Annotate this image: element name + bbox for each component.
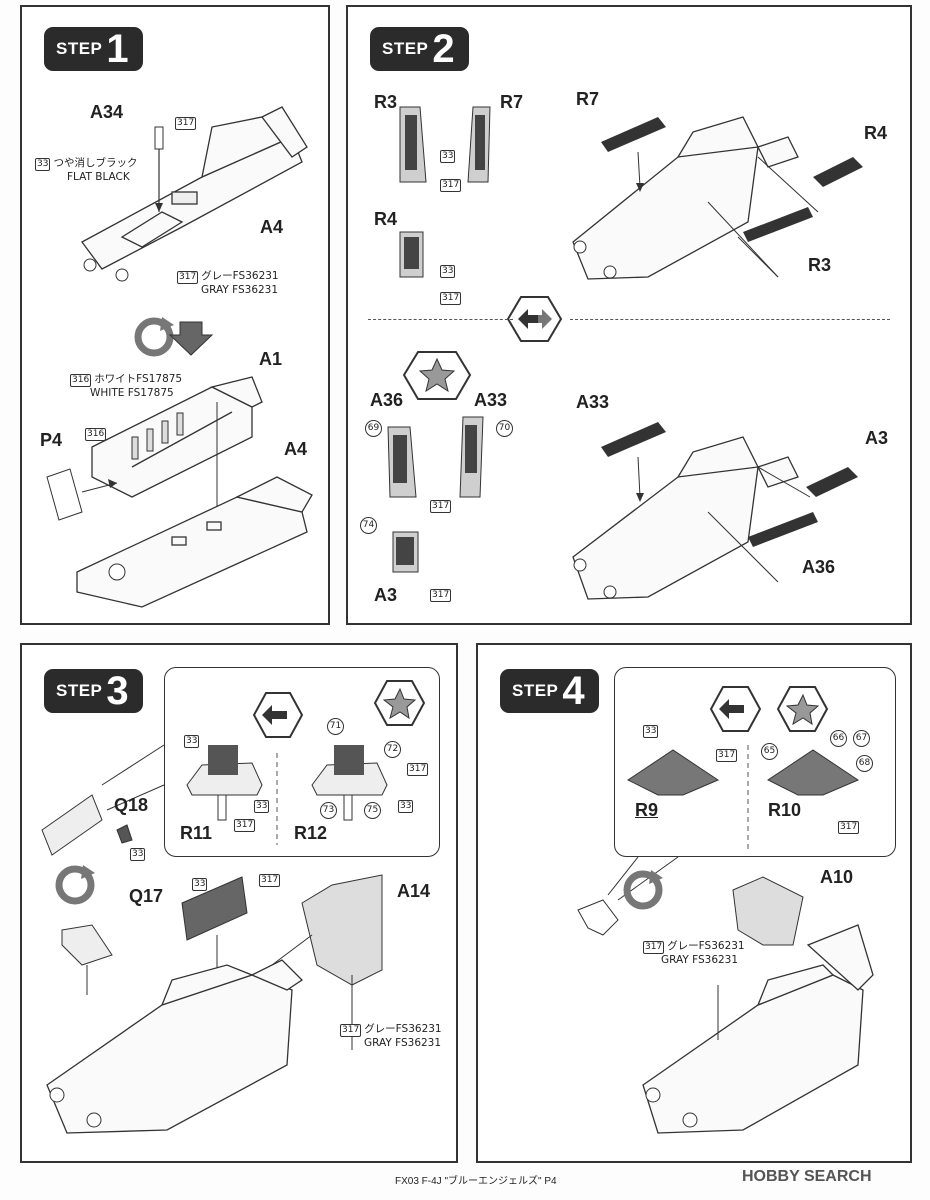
part-r3-big: R3 (808, 255, 832, 275)
code-68: 68 (856, 755, 873, 772)
choice-arrows-icon (506, 296, 563, 342)
step2-drawing (387, 106, 863, 600)
code-317-c: 317 (430, 500, 452, 513)
part-r4-big: R4 (864, 123, 888, 143)
code-66: 66 (830, 730, 847, 747)
rotate-icon (134, 317, 174, 357)
step2-badge: STEP 2 (370, 27, 469, 71)
part-a36-big: A36 (802, 557, 836, 577)
watermark: HOBBY SEARCH (742, 1168, 872, 1185)
part-a33-big: A33 (576, 392, 610, 412)
code-71: 71 (327, 718, 344, 735)
step3-panel: STEP 3 (20, 643, 458, 1163)
step1-drawing (46, 106, 313, 608)
code-33-r11-top: 33 (184, 735, 200, 748)
code-33-r11: 33 (254, 800, 270, 813)
rotate-icon (55, 865, 95, 905)
part-a3-big: A3 (865, 428, 889, 448)
step4-panel: STEP 4 (476, 643, 912, 1163)
part-r11: R11 (180, 823, 213, 843)
part-a34: A34 (90, 102, 124, 122)
step1-badge: STEP 1 (44, 27, 143, 71)
code-72: 72 (384, 741, 401, 758)
step2-divider-right (570, 319, 890, 320)
part-a4-bottom: A4 (284, 439, 308, 459)
part-a33: A33 (474, 390, 508, 410)
code-33-r12: 33 (398, 800, 414, 813)
code-33-q17: 33 (192, 878, 208, 891)
code-317: 317 (175, 117, 197, 130)
part-r12: R12 (294, 823, 328, 843)
code-73: 73 (320, 802, 337, 819)
code-317-r12: 317 (407, 763, 429, 776)
star-badge-icon (373, 680, 426, 726)
code-317-b: 317 (440, 292, 462, 305)
code-317-a: 317 (440, 179, 462, 192)
code-33-b: 33 (440, 265, 456, 278)
code-317-q17: 317 (259, 874, 281, 887)
code-69: 69 (365, 420, 382, 437)
part-r3: R3 (374, 92, 398, 112)
part-q18: Q18 (114, 795, 149, 815)
part-a3: A3 (374, 585, 398, 605)
part-r9: R9 (635, 800, 659, 820)
part-p4: P4 (40, 430, 63, 450)
star-badge-icon (776, 686, 829, 732)
part-r4: R4 (374, 209, 398, 229)
arrow-down-icon (168, 321, 214, 356)
part-r7: R7 (500, 92, 524, 112)
star-badge-icon (402, 351, 472, 400)
step4-drawing (577, 686, 874, 1134)
part-a10: A10 (820, 867, 854, 887)
part-r7-big: R7 (576, 89, 600, 109)
code-33: 33 (643, 725, 659, 738)
code-317-r11: 317 (234, 819, 256, 832)
part-a4-top: A4 (260, 217, 284, 237)
step3-badge: STEP 3 (44, 669, 143, 713)
code-317-d: 317 (430, 589, 452, 602)
part-a14: A14 (397, 881, 431, 901)
code-317-r9: 317 (716, 749, 738, 762)
page-footer: FX03 F-4J "ブルーエンジェルズ" P4 (395, 1176, 557, 1187)
part-a1: A1 (259, 349, 283, 369)
part-q17: Q17 (129, 886, 164, 906)
code-33-a: 33 (440, 150, 456, 163)
choice-arrows-icon (709, 686, 762, 732)
code-317-r10: 317 (838, 821, 860, 834)
choice-arrows-icon (252, 692, 304, 738)
step2-divider (368, 319, 513, 320)
step3-drawing (41, 680, 426, 1134)
code-74: 74 (360, 517, 377, 534)
code-67: 67 (853, 730, 870, 747)
code-75: 75 (364, 802, 381, 819)
step1-panel: STEP 1 (20, 5, 330, 625)
code-316: 316 (85, 428, 107, 441)
part-a36: A36 (370, 390, 404, 410)
step4-badge: STEP 4 (500, 669, 599, 713)
code-70: 70 (496, 420, 513, 437)
code-33-q18: 33 (130, 848, 146, 861)
part-r10: R10 (768, 800, 802, 820)
step2-panel: STEP 2 (346, 5, 912, 625)
rotate-icon (623, 870, 663, 910)
code-65: 65 (761, 743, 778, 760)
